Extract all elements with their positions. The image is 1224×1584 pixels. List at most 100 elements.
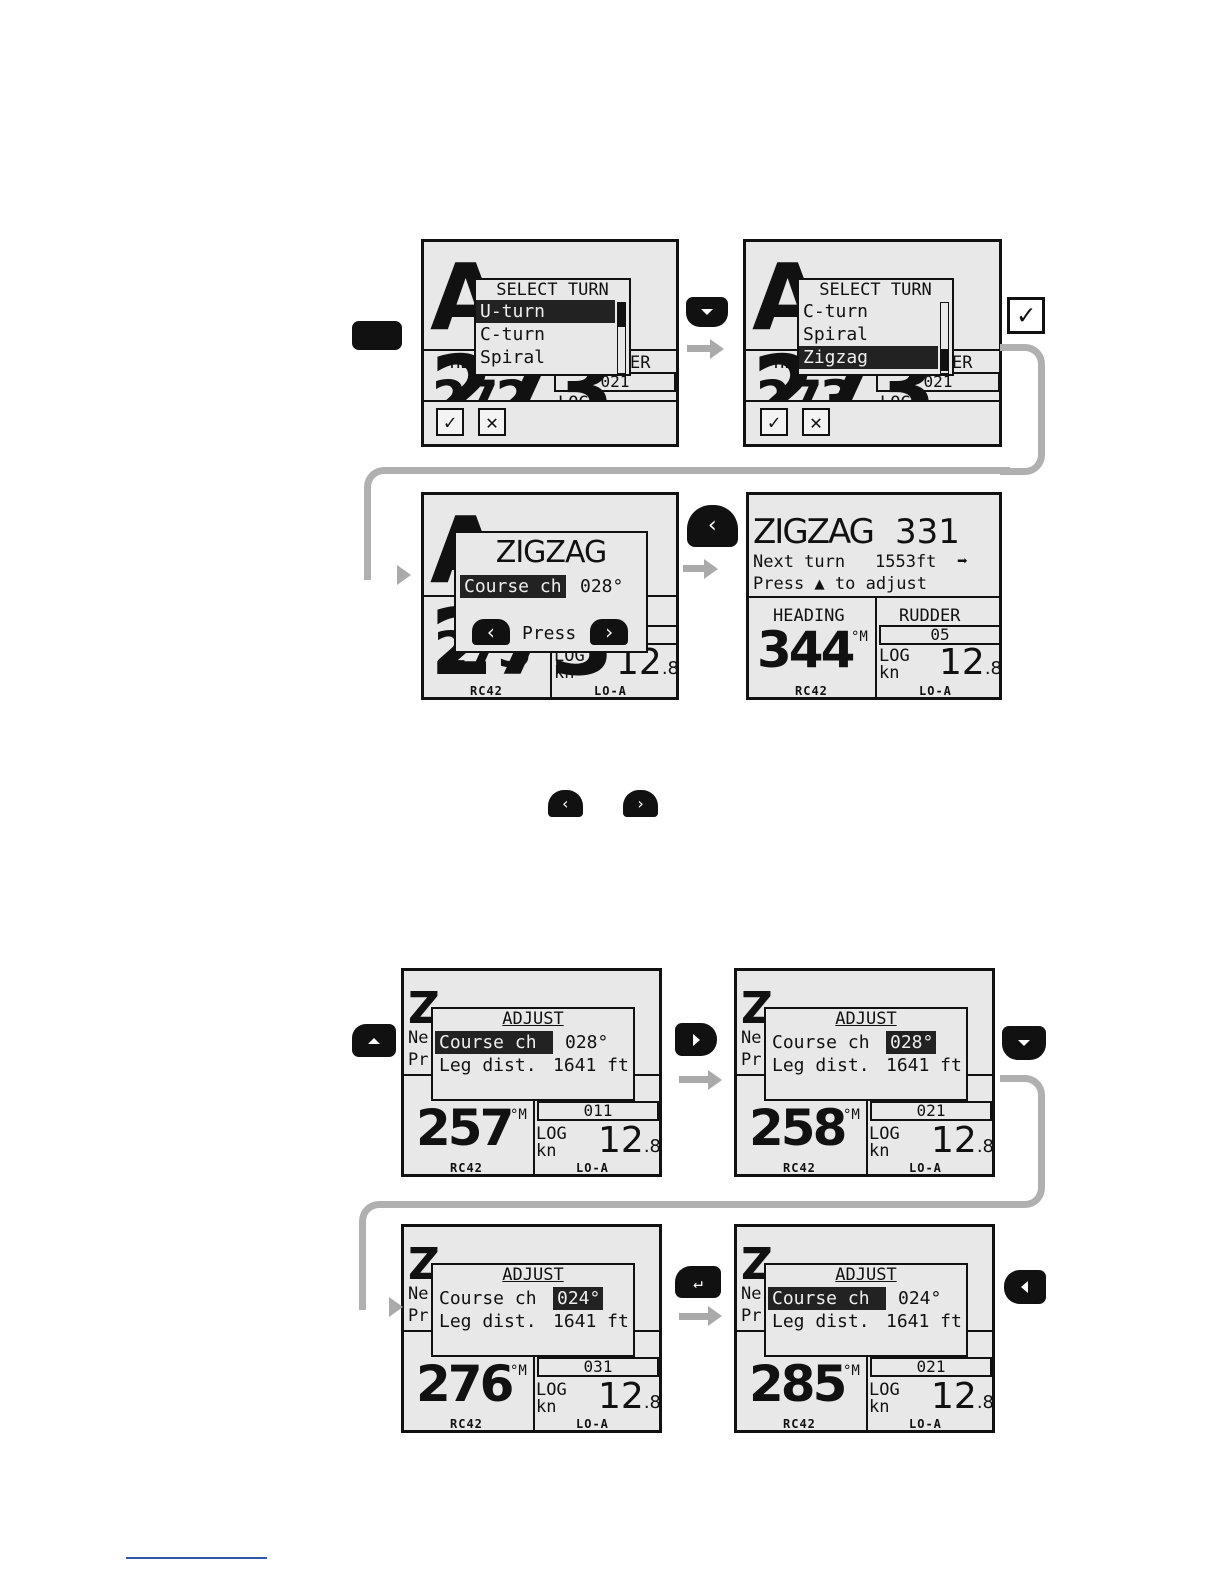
log-unit: kn [536, 1397, 557, 1417]
course-change-value[interactable]: 024° [898, 1288, 942, 1309]
flow-arrow [683, 565, 705, 572]
zigzag-popup: ZIGZAG Course ch 028° ‹ Press › [454, 531, 648, 653]
heading-unit: °M [843, 1107, 860, 1123]
flow-connector [1000, 1075, 1045, 1208]
course-change-label[interactable]: Course ch [435, 1031, 553, 1054]
press-label: Press [522, 623, 577, 644]
press-adjust-hint: Press ▲ to adjust [753, 574, 927, 594]
leg-distance-label[interactable]: Leg dist. [439, 1055, 537, 1076]
right-chevron-icon[interactable]: › [590, 619, 628, 645]
select-turn-popup: SELECT TURN U-turn C-turn Spiral [474, 278, 631, 376]
cancel-x-icon[interactable]: ✕ [802, 408, 830, 436]
next-turn-label: Next turn [753, 552, 846, 572]
leg-distance-label[interactable]: Leg dist. [772, 1311, 870, 1332]
log-label: LOG [536, 1380, 567, 1400]
confirm-check-icon[interactable]: ✓ [436, 408, 464, 436]
popup-title: ADJUST [835, 1265, 897, 1285]
mode-value: 331 [895, 512, 960, 552]
log-label: LOG [869, 1124, 900, 1144]
heading-label: HEADING [773, 606, 845, 626]
turn-option-uturn[interactable]: U-turn [476, 300, 615, 323]
peek-rudder-box [646, 625, 676, 645]
turn-option-zigzag[interactable]: Zigzag [799, 346, 938, 369]
footer-right: LO-A [909, 1417, 942, 1431]
course-change-value[interactable]: 024° [553, 1287, 603, 1310]
lcd-screen-select-turn-1: A 273 HE ER 021 LOG 272 SELECT TURN U-tu… [421, 239, 679, 447]
down-triangle-icon [1018, 1040, 1030, 1046]
left-triangle-icon [1021, 1281, 1028, 1293]
log-unit: kn [869, 1397, 890, 1417]
rudder-box: 021 [870, 1357, 992, 1377]
left-key-button[interactable] [1004, 1270, 1046, 1304]
footer-left: RC42 [450, 1161, 483, 1175]
flow-arrow [679, 1076, 709, 1083]
log-label: LOG [869, 1380, 900, 1400]
course-change-field[interactable]: Course ch [460, 575, 566, 598]
flow-arrow [679, 1313, 709, 1320]
rudder-box: 031 [537, 1357, 659, 1377]
log-value: 12.8 [598, 1123, 661, 1159]
course-change-label[interactable]: Course ch [772, 1032, 870, 1053]
rudder-bar: 05 [879, 625, 999, 645]
log-value-decimal: .8 [643, 1392, 661, 1413]
confirm-check-icon[interactable]: ✓ [760, 408, 788, 436]
footer-right: LO-A [909, 1161, 942, 1175]
log-value: 12.8 [939, 642, 999, 683]
course-change-label[interactable]: Course ch [768, 1287, 886, 1310]
leg-distance-label[interactable]: Leg dist. [772, 1055, 870, 1076]
flow-arrowhead [389, 1297, 403, 1317]
footer-right: LO-A [919, 684, 952, 698]
course-change-value[interactable]: 028° [565, 1032, 609, 1053]
popup-title: ADJUST [502, 1265, 564, 1285]
next-turn-value: 1553ft [875, 552, 937, 572]
next-turn-arrow-icon: ➡ [957, 551, 968, 572]
up-key-button[interactable] [352, 1024, 396, 1057]
leg-distance-value: 1641 ft [553, 1055, 629, 1076]
confirm-key-check-icon[interactable]: ✓ [1007, 297, 1045, 334]
enter-key-button[interactable]: ↵ [675, 1266, 721, 1298]
turn-option-cturn[interactable]: C-turn [480, 324, 546, 345]
turn-option-cturn[interactable]: C-turn [803, 301, 869, 322]
divider-vertical [866, 1101, 868, 1174]
heading-value: 257 [416, 1099, 514, 1157]
left-key-button[interactable]: ‹ [687, 505, 738, 547]
flow-connector [1000, 344, 1045, 475]
log-unit: kn [869, 1141, 890, 1161]
turn-option-spiral[interactable]: Spiral [480, 347, 546, 368]
leg-distance-value: 1641 ft [553, 1311, 629, 1332]
left-chevron-icon[interactable]: ‹ [472, 619, 510, 645]
log-value: 12.8 [931, 1123, 992, 1159]
flow-arrowhead [710, 339, 724, 359]
popup-scrollbar[interactable] [940, 302, 949, 374]
popup-title: SELECT TURN [819, 280, 932, 300]
softkey-button[interactable] [352, 321, 402, 350]
leg-distance-label[interactable]: Leg dist. [439, 1311, 537, 1332]
down-key-button[interactable] [686, 297, 728, 327]
peek-left: HE [450, 353, 471, 373]
rudder-box: 021 [870, 1101, 992, 1121]
footer-left: RC42 [783, 1161, 816, 1175]
course-change-value[interactable]: 028° [886, 1031, 936, 1054]
popup-scrollbar[interactable] [617, 302, 626, 374]
footer-left: RC42 [470, 684, 503, 698]
log-value-int: 12 [939, 642, 985, 683]
softkey-bar: ✓ ✕ [424, 400, 676, 444]
popup-title: ZIGZAG [495, 535, 607, 570]
log-value: 12.8 [931, 1379, 994, 1415]
peek-next: Ne [741, 1284, 762, 1304]
flow-connector [364, 467, 1010, 580]
right-chevron-key-icon[interactable]: › [623, 790, 658, 817]
peek-right: ER [952, 353, 973, 373]
log-value-decimal: .8 [976, 1392, 994, 1413]
down-key-button[interactable] [1002, 1026, 1046, 1060]
down-triangle-icon [701, 309, 713, 315]
log-label: LOG [879, 646, 910, 666]
log-value-decimal: .8 [643, 1136, 661, 1157]
right-key-button[interactable] [675, 1023, 717, 1056]
turn-option-spiral[interactable]: Spiral [803, 324, 869, 345]
course-change-label[interactable]: Course ch [439, 1288, 537, 1309]
left-chevron-key-icon[interactable]: ‹ [548, 790, 583, 817]
cancel-x-icon[interactable]: ✕ [478, 408, 506, 436]
